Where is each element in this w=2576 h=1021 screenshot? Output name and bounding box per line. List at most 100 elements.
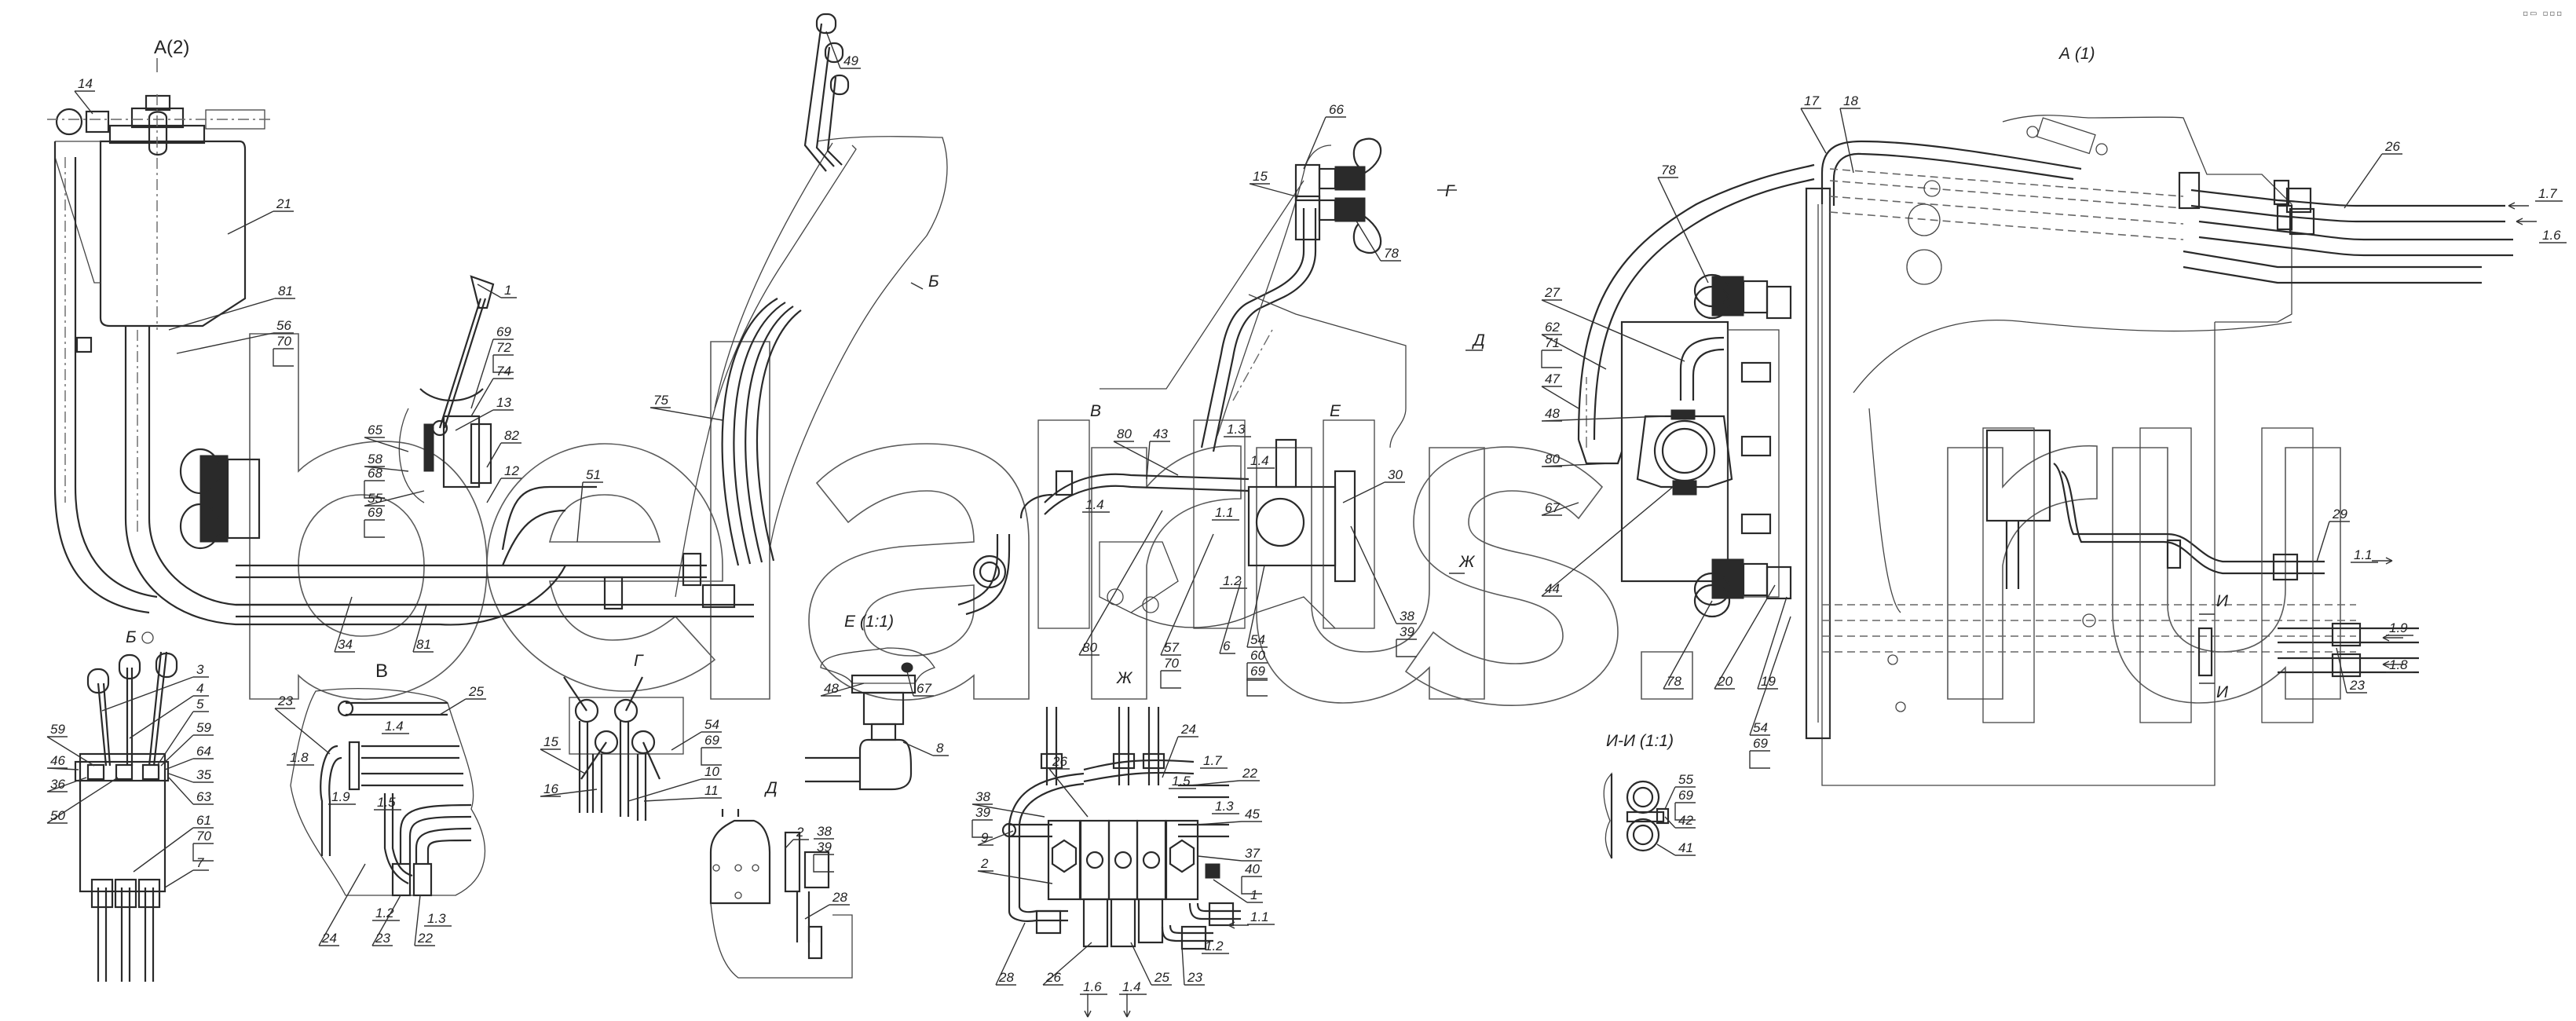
callout-69: 69 bbox=[704, 733, 719, 748]
callout-59: 59 bbox=[196, 720, 211, 735]
fraction-box bbox=[364, 481, 385, 499]
callout-55: 55 bbox=[1678, 772, 1693, 787]
callout-78: 78 bbox=[1667, 674, 1681, 689]
fraction-box bbox=[1160, 671, 1181, 689]
flow-arrow bbox=[2382, 634, 2403, 642]
callout-60: 60 bbox=[1250, 648, 1265, 663]
callout-27: 27 bbox=[1544, 285, 1560, 300]
callout-25: 25 bbox=[1154, 970, 1169, 985]
view-mark-b: Б bbox=[928, 273, 939, 291]
leader-line bbox=[1160, 533, 1214, 656]
leader-line bbox=[46, 777, 119, 824]
leader-line bbox=[1663, 600, 1713, 690]
callout-67: 67 bbox=[917, 681, 931, 696]
fraction-box bbox=[701, 748, 722, 766]
view-label-zh: Ж bbox=[1116, 669, 1133, 687]
window-restore-icon[interactable]: ▫▭ bbox=[2523, 9, 2539, 18]
leader-line bbox=[1303, 116, 1346, 170]
leader-line bbox=[364, 437, 409, 452]
leader-line bbox=[364, 490, 425, 507]
leader-line bbox=[470, 378, 514, 417]
callout-62: 62 bbox=[1545, 320, 1560, 335]
leader-line bbox=[1714, 584, 1776, 690]
callout-5: 5 bbox=[196, 697, 204, 712]
callout-71: 71 bbox=[1545, 335, 1560, 350]
leader-line bbox=[1541, 502, 1579, 516]
callout-1-4: 1.4 bbox=[1085, 497, 1104, 512]
fraction-box bbox=[273, 349, 294, 367]
callout-16: 16 bbox=[543, 781, 558, 796]
callout-78: 78 bbox=[1661, 163, 1676, 177]
fraction-box bbox=[492, 355, 514, 373]
callout-1-4: 1.4 bbox=[385, 719, 404, 734]
leader-line bbox=[364, 466, 409, 472]
leader-line bbox=[643, 797, 722, 802]
leader-line bbox=[46, 767, 79, 770]
callout-15: 15 bbox=[1253, 169, 1268, 184]
callout-13: 13 bbox=[496, 395, 511, 410]
view-label-a1: А (1) bbox=[2058, 45, 2095, 63]
callout-39: 39 bbox=[975, 805, 990, 820]
callout-39: 39 bbox=[817, 840, 832, 854]
callout-11: 11 bbox=[704, 783, 719, 798]
callout-47: 47 bbox=[1545, 371, 1560, 386]
window-controls[interactable]: ▫▭ ▫▫▫ bbox=[2523, 9, 2563, 18]
leader-line bbox=[477, 284, 517, 298]
callout-70: 70 bbox=[196, 829, 211, 844]
callout-1-7: 1.7 bbox=[2538, 186, 2557, 201]
callout-3: 3 bbox=[196, 662, 204, 677]
callout-54: 54 bbox=[1250, 632, 1265, 647]
view-zh: Ж bbox=[1001, 669, 1241, 950]
leader-line bbox=[1213, 879, 1263, 903]
leader-line bbox=[1541, 463, 1611, 467]
callout-72: 72 bbox=[496, 340, 511, 355]
callout-41: 41 bbox=[1678, 840, 1693, 855]
leader-line bbox=[318, 863, 366, 946]
more-options-icon[interactable]: ▫▫▫ bbox=[2542, 9, 2563, 18]
callout-38: 38 bbox=[975, 789, 990, 804]
callout-1-1: 1.1 bbox=[1215, 505, 1234, 520]
watermark-outline bbox=[249, 333, 2341, 706]
fraction-box bbox=[813, 854, 834, 873]
leader-line bbox=[1146, 441, 1170, 480]
view-b-levers: Б bbox=[74, 628, 178, 982]
callout-23: 23 bbox=[277, 693, 293, 708]
callout-1-3: 1.3 bbox=[1215, 799, 1234, 814]
callout-1-7: 1.7 bbox=[1203, 753, 1222, 768]
tank-assembly: А(2) bbox=[47, 37, 754, 626]
leader-line bbox=[804, 904, 850, 920]
callout-28: 28 bbox=[832, 890, 847, 905]
quick-coupling-left bbox=[179, 448, 261, 550]
callout-43: 43 bbox=[1153, 426, 1168, 441]
leader-line bbox=[995, 922, 1026, 986]
leader-line bbox=[412, 604, 434, 653]
callout-9: 9 bbox=[981, 830, 989, 845]
view-label-ii: И-И (1:1) bbox=[1606, 732, 1674, 750]
leader-line bbox=[2344, 153, 2402, 209]
callout-1-8: 1.8 bbox=[290, 750, 309, 765]
callout-1-4: 1.4 bbox=[1250, 453, 1269, 468]
callout-45: 45 bbox=[1245, 807, 1260, 822]
fraction-box bbox=[192, 844, 214, 862]
callout-1-9: 1.9 bbox=[2389, 620, 2408, 635]
callout-26: 26 bbox=[1052, 754, 1067, 769]
leader-line bbox=[1749, 616, 1791, 736]
callout-24: 24 bbox=[1180, 722, 1196, 737]
callout-6: 6 bbox=[1223, 639, 1231, 653]
flow-arrow bbox=[1228, 921, 1249, 929]
leader-line bbox=[1541, 386, 1579, 409]
leader-line bbox=[1664, 816, 1696, 829]
callout-54: 54 bbox=[1753, 720, 1768, 735]
leader-line bbox=[129, 695, 209, 739]
view-a1: А (1) bbox=[1577, 45, 2513, 786]
callout-44: 44 bbox=[1545, 581, 1560, 596]
callout-82: 82 bbox=[504, 428, 519, 443]
callout-1-2: 1.2 bbox=[375, 906, 394, 920]
callout-22: 22 bbox=[417, 931, 433, 946]
leader-line bbox=[540, 789, 598, 797]
leader-line bbox=[227, 210, 294, 235]
